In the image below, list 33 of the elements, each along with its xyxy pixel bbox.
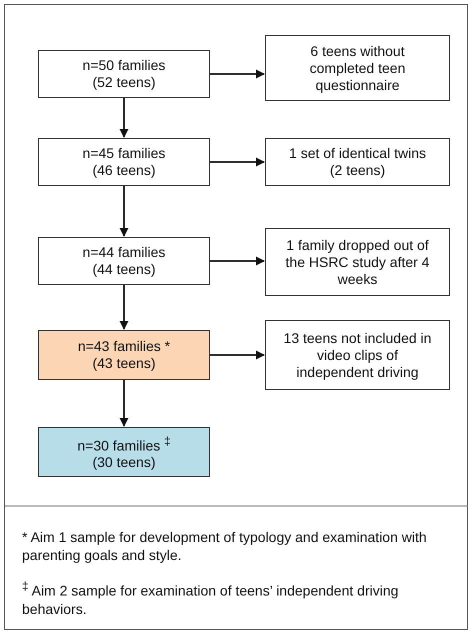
box-text: (44 teens) xyxy=(92,261,156,278)
box-text: (43 teens) xyxy=(92,355,156,372)
box-text: (46 teens) xyxy=(92,162,156,179)
flow-box xyxy=(38,330,210,380)
footnote: * Aim 1 sample for development of typology and examination with parenting goals and style. xyxy=(22,528,428,564)
box-text: 6 teens without completed teen questionnaire xyxy=(308,42,406,94)
arrow xyxy=(210,256,265,266)
box-text: (52 teens) xyxy=(92,74,156,91)
box-text: (30 teens) xyxy=(92,454,156,472)
box-text: n=50 families xyxy=(82,57,166,74)
arrow xyxy=(120,98,128,138)
box-text: n=44 families xyxy=(82,244,166,261)
footnote: $^{‡}$ Aim 2 sample for examination of teens’ independent driving behaviors. xyxy=(22,579,400,618)
box-text: n=45 families xyxy=(82,145,166,162)
arrow xyxy=(210,158,265,166)
arrow xyxy=(120,380,128,427)
flow-box xyxy=(38,138,210,186)
flow-box xyxy=(38,427,210,477)
arrow xyxy=(210,70,265,78)
arrow xyxy=(210,350,265,360)
arrow xyxy=(120,285,128,330)
box-text: n=43 families * xyxy=(78,338,170,355)
box-text: 1 family dropped out of the HSRC study after 4 weeks xyxy=(284,236,430,288)
box-text: 1 set of identical twins (2 teens) xyxy=(288,145,427,179)
flow-box xyxy=(38,237,210,285)
box-text: n=30 families $^{‡}$ xyxy=(77,434,171,454)
flow-box xyxy=(265,138,450,186)
flow-box xyxy=(265,228,450,296)
flow-box xyxy=(38,50,210,98)
arrow xyxy=(120,186,128,237)
flow-box xyxy=(265,35,450,101)
box-text: 13 teens not included in video clips of independent driving xyxy=(283,330,432,380)
flow-box xyxy=(265,320,450,390)
